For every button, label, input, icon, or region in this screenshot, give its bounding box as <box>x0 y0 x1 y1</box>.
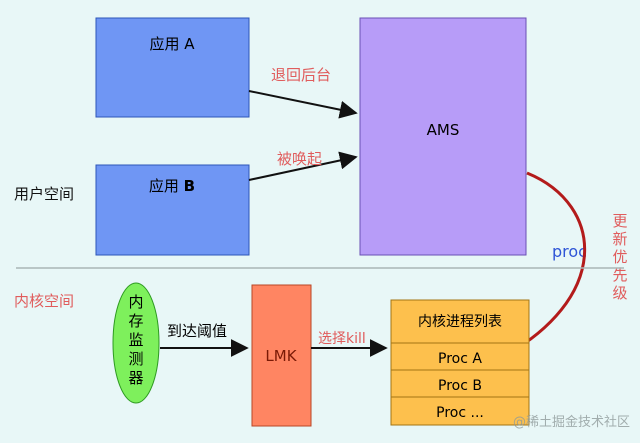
edge-label-woken: 被唤起 <box>277 150 322 168</box>
memory-monitor-char: 测 <box>128 350 143 368</box>
proc-table-row-label: Proc ... <box>436 405 484 421</box>
app-a-box <box>95 17 250 118</box>
app-b-box <box>95 164 250 256</box>
proc-table-row-label: Proc B <box>438 378 482 394</box>
memory-monitor-label: 内 存 监 测 器 <box>128 293 143 387</box>
ams-label: AMS <box>427 121 460 139</box>
update-priority-char: 更 <box>612 212 627 230</box>
user-space-label: 用户空间 <box>14 185 74 203</box>
proc-table-row <box>390 396 530 426</box>
update-priority-label: 更 新 优 先 级 <box>612 212 627 302</box>
kernel-space-label: 内核空间 <box>14 292 74 310</box>
proc-table-title: 内核进程列表 <box>418 314 502 330</box>
memory-monitor-char: 监 <box>128 331 143 349</box>
proc-table-row <box>390 369 530 398</box>
proc-table-header <box>390 299 530 344</box>
arrow-ams-to-proc-a <box>495 171 586 362</box>
memory-monitor-ellipse <box>112 282 160 404</box>
update-priority-char: 级 <box>612 284 627 302</box>
app-a-label: 应用 A <box>149 35 195 53</box>
app-b-label: 应用 B <box>149 177 195 195</box>
proc-table-row-label: Proc A <box>438 351 482 367</box>
edge-label-select-kill: 选择kill <box>318 331 366 347</box>
memory-monitor-char: 存 <box>128 312 143 330</box>
edge-label-threshold: 到达阈值 <box>167 322 227 340</box>
proc-label: proc <box>552 242 587 261</box>
kernel-process-table: 内核进程列表 Proc A Proc B Proc ... <box>390 299 530 426</box>
lmk-box <box>251 284 312 427</box>
edge-label-to-background: 退回后台 <box>271 66 331 84</box>
watermark: @稀土掘金技术社区 <box>513 414 630 430</box>
update-priority-char: 先 <box>612 266 627 284</box>
update-priority-char: 优 <box>612 248 627 266</box>
proc-table-row <box>390 342 530 371</box>
memory-monitor-char: 器 <box>128 369 143 387</box>
arrow-app-b-to-ams <box>248 151 358 181</box>
arrow-app-a-to-ams <box>248 90 358 119</box>
memory-monitor-char: 内 <box>128 293 143 311</box>
update-priority-char: 新 <box>612 230 627 248</box>
ams-box <box>359 17 527 256</box>
lmk-label: LMK <box>265 347 297 365</box>
